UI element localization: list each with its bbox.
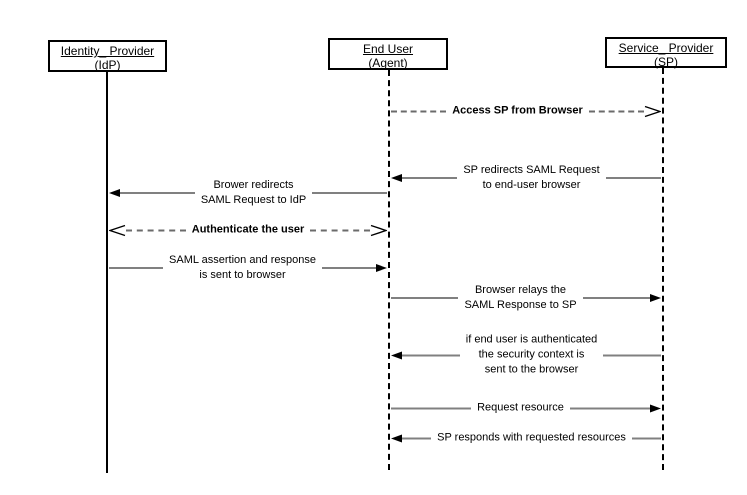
message-label: SAML assertion and response is sent to b…	[163, 253, 322, 283]
filled-arrowhead-left-icon	[109, 189, 120, 197]
actor-title: Service_ Provider	[618, 41, 714, 55]
message-label: Browser relays the SAML Response to SP	[458, 283, 583, 313]
actor-subtitle: (SP)	[654, 55, 678, 69]
message-sp-responds-with-resources: SP responds with requested resources	[391, 430, 661, 446]
lifeline-service-provider	[662, 68, 664, 470]
open-arrowhead-right-icon	[370, 224, 389, 236]
message-browser-relays-saml-response: Browser relays the SAML Response to SP	[391, 283, 662, 313]
actor-box-end-user: End User (Agent)	[328, 38, 448, 70]
message-line	[603, 354, 662, 356]
message-label: Access SP from Browser	[446, 103, 589, 119]
message-line	[391, 407, 472, 409]
actor-box-identity-provider: Identity_ Provider (IdP)	[48, 40, 167, 72]
message-label: Request resource	[471, 400, 570, 416]
message-browser-redirects-saml-request: Brower redirects SAML Request to IdP	[109, 178, 387, 208]
message-sp-redirects-saml-request: SP redirects SAML Request to end-user br…	[391, 163, 661, 193]
message-label: Authenticate the user	[185, 222, 311, 238]
filled-arrowhead-left-icon	[391, 434, 402, 442]
filled-arrowhead-right-icon	[376, 264, 388, 272]
lifeline-identity-provider	[106, 72, 108, 473]
message-line	[569, 407, 651, 409]
actor-subtitle: (IdP)	[94, 58, 121, 72]
message-authenticate-the-user: Authenticate the user	[107, 222, 389, 238]
message-label: SP redirects SAML Request to end-user br…	[457, 163, 606, 193]
message-line	[605, 177, 661, 179]
message-line	[126, 229, 186, 231]
message-line	[321, 267, 377, 269]
message-label: Brower redirects SAML Request to IdP	[194, 178, 313, 208]
message-line	[402, 177, 458, 179]
actor-box-service-provider: Service_ Provider (SP)	[605, 37, 727, 69]
message-label: SP responds with requested resources	[431, 430, 632, 446]
message-line	[310, 229, 370, 231]
message-line	[588, 110, 645, 112]
filled-arrowhead-right-icon	[650, 294, 662, 302]
message-line	[402, 354, 460, 356]
filled-arrowhead-left-icon	[391, 174, 402, 182]
message-line	[109, 267, 164, 269]
message-line	[631, 437, 661, 439]
message-line	[391, 297, 459, 299]
message-access-sp-from-browser: Access SP from Browser	[391, 103, 663, 119]
message-line	[120, 192, 195, 194]
lifeline-end-user	[388, 70, 390, 470]
message-line	[402, 437, 432, 439]
message-saml-assertion-and-response: SAML assertion and response is sent to b…	[109, 253, 388, 283]
actor-title: End User	[362, 42, 414, 56]
message-label: if end user is authenticated the securit…	[459, 332, 604, 378]
message-line	[312, 192, 387, 194]
message-request-resource: Request resource	[391, 400, 662, 416]
actor-subtitle: (Agent)	[368, 56, 408, 70]
filled-arrowhead-right-icon	[650, 404, 662, 412]
open-arrowhead-left-icon	[107, 224, 126, 236]
message-line	[391, 110, 447, 112]
message-security-context-sent: if end user is authenticated the securit…	[391, 332, 662, 378]
actor-title: Identity_ Provider	[60, 44, 155, 58]
message-line	[582, 297, 651, 299]
open-arrowhead-right-icon	[644, 105, 663, 117]
filled-arrowhead-left-icon	[391, 351, 402, 359]
